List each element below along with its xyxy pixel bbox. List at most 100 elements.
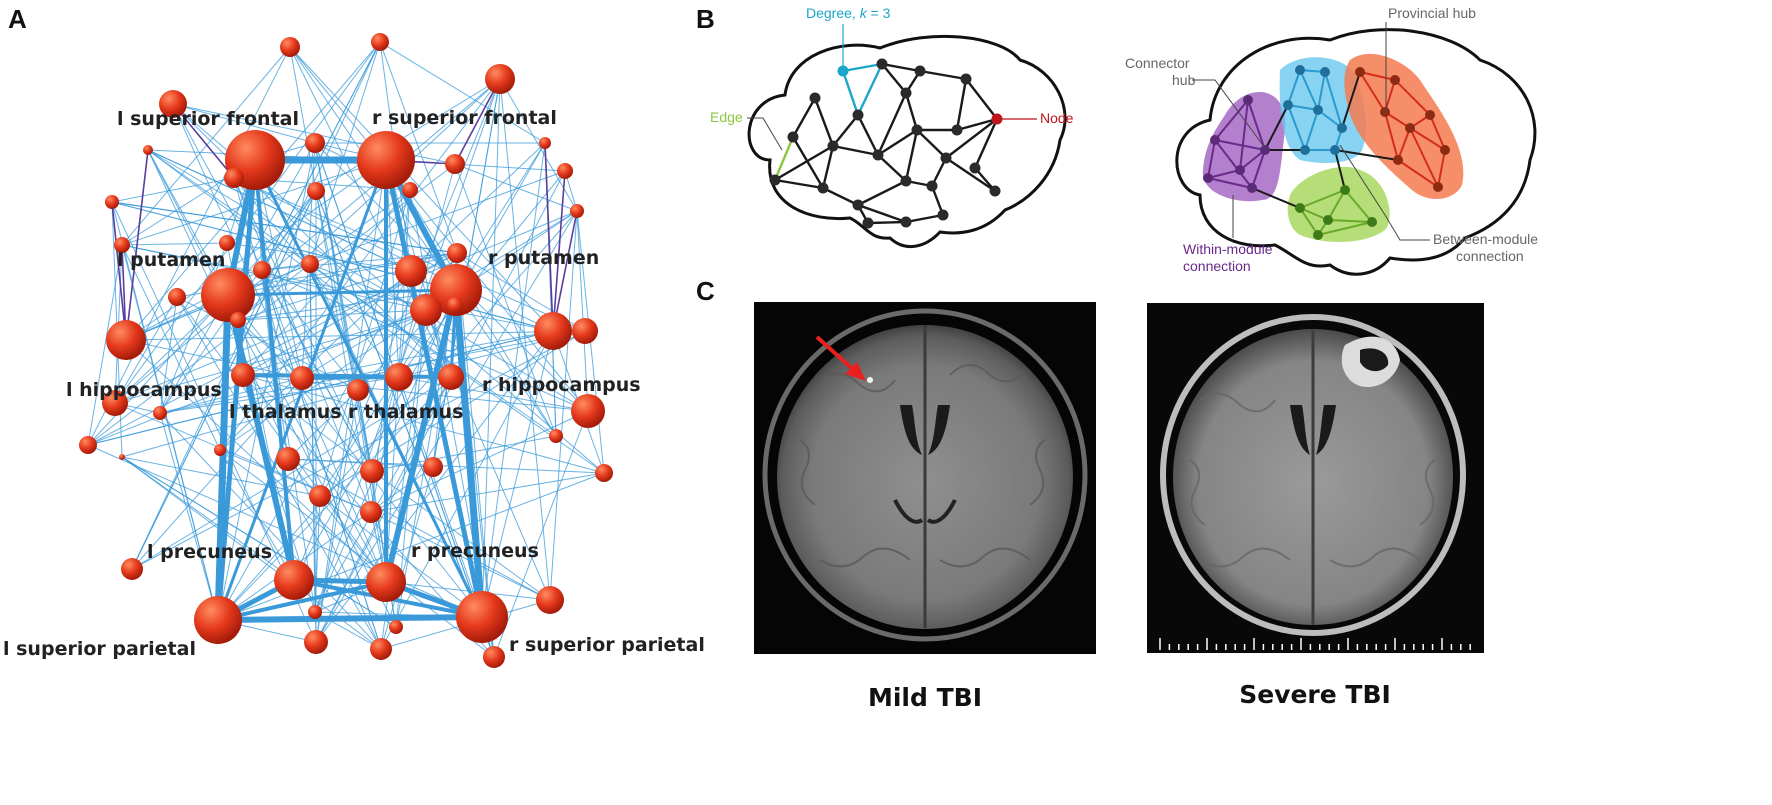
node-sphere [231,363,255,387]
purple-edge [172,103,235,179]
module-edge [1251,187,1301,209]
node-sphere [371,33,389,51]
node-sphere [370,638,392,660]
thin-edge [242,374,373,472]
module-edge [1299,69,1319,111]
thin-edge [309,263,316,613]
graph-edge [945,118,998,159]
edge-label: Edge [710,109,743,125]
module-node [1260,145,1270,155]
thick-edge [253,158,296,582]
module-node [1330,145,1340,155]
thin-edge [319,189,411,497]
node-sphere [447,297,463,313]
module-node [1337,123,1347,133]
thick-edge [452,286,486,621]
node-sphere [572,318,598,344]
purple-edge [552,170,566,332]
thick-edge [225,292,297,583]
thin-edge [114,296,178,404]
graph-node [817,182,829,194]
graph-edge [955,78,968,131]
thin-edge [455,289,557,437]
node-sphere [253,261,271,279]
module-edge [1409,127,1439,188]
graph-node [827,140,839,152]
thin-edge [287,458,605,474]
thin-edge [370,472,605,513]
node-sphere [201,268,255,322]
between-module-line [1339,144,1430,241]
node-sphere [280,37,300,57]
graph-node [969,162,981,174]
node-sphere [571,394,605,428]
thin-edges [87,41,605,658]
graph-node [991,113,1003,125]
node-sphere [143,145,153,155]
graph-edge [916,129,947,159]
thin-edge [217,466,434,621]
node-sphere [347,379,369,401]
label-l-thalamus: l thalamus [229,401,342,423]
module-node [1295,65,1305,75]
thick-edge [226,288,458,297]
graph-node [937,209,949,221]
node-sphere [595,464,613,482]
graph-edge [956,117,998,132]
thin-edge [147,149,387,583]
node-sphere [308,605,322,619]
module-node [1340,185,1350,195]
module-node [1283,100,1293,110]
module-node [1425,110,1435,120]
thin-edge [233,177,586,332]
module-edge [1327,219,1373,223]
module-edge [1344,189,1373,223]
module-node [1390,75,1400,85]
node-sphere [430,264,482,316]
node-sphere [307,182,325,200]
thin-edge [121,242,228,246]
thin-edge [315,389,359,643]
graph-node [872,149,884,161]
thin-edge [111,177,235,203]
graph-edge [945,157,996,192]
node-sphere [549,429,563,443]
panel-label-a: A [8,4,27,34]
node-sphere [309,485,331,507]
graph-edge [813,97,835,147]
label-r-thalamus: r thalamus [348,401,463,423]
thin-edge [576,210,589,412]
graph-edge [919,69,967,81]
module-edge [1299,207,1329,221]
node-sphere [105,195,119,209]
thin-edge [315,376,452,643]
thin-edge [172,103,452,378]
node-sphere [483,646,505,668]
module-edge [1317,71,1326,111]
thin-edge [114,304,456,404]
label-l-superior-frontal: l superior frontal [117,108,299,130]
provincial-hub-label: Provincial hub [1388,5,1476,21]
thick-edge [215,614,485,623]
module-node [1320,67,1330,77]
thin-edge [499,78,551,601]
graph-edge [856,63,884,116]
node-sphere [106,320,146,360]
module-node [1313,105,1323,115]
connector-hub-line [1192,79,1266,149]
thin-edge [87,244,123,446]
module-edge [1264,104,1289,151]
node-sphere [360,459,384,483]
module-edge [1327,189,1346,221]
thin-edge [456,252,495,658]
node-sphere [219,235,235,251]
module-node [1313,230,1323,240]
thin-edge [481,142,546,618]
panel-label-c: C [696,276,715,306]
node-sphere [79,436,97,454]
thin-edge [219,449,372,513]
between-module-label-2: connection [1456,248,1524,264]
module-node [1380,107,1390,117]
thin-edge [315,190,372,513]
